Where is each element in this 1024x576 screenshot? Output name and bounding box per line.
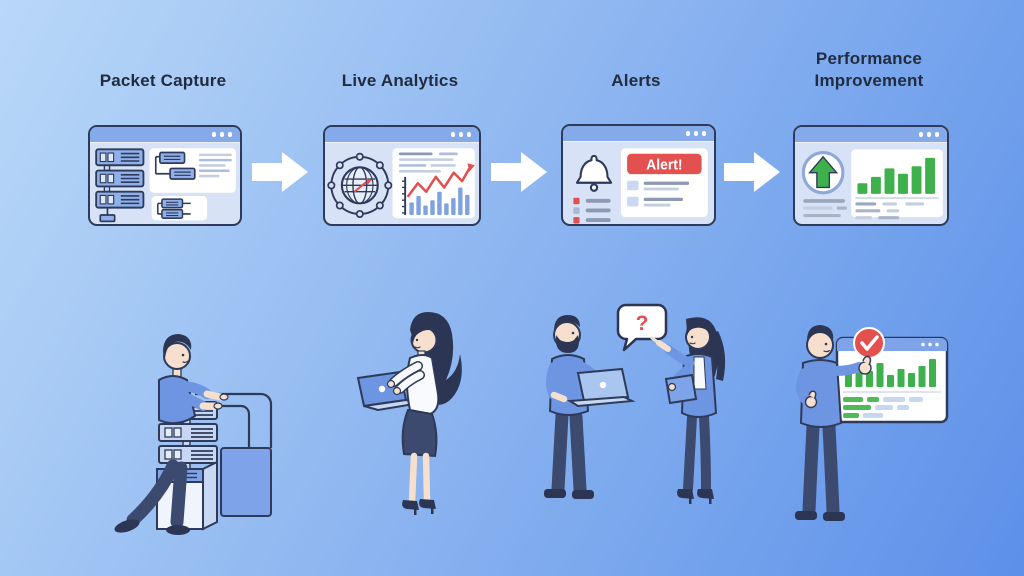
window-dots-icon bbox=[918, 132, 923, 137]
browser-window-live-analytics bbox=[323, 125, 481, 226]
server-stack-icon bbox=[95, 148, 145, 223]
step-title-performance-improvement: Performance Improvement bbox=[814, 49, 924, 90]
illustration-analyst-laptop bbox=[340, 300, 500, 530]
alert-list bbox=[573, 197, 611, 224]
window-dots-icon bbox=[685, 131, 690, 136]
window-titlebar bbox=[90, 127, 240, 143]
packet-tree-icon-2 bbox=[157, 198, 191, 219]
server-cabinet-blue bbox=[220, 447, 272, 517]
illustration-discussion: ? bbox=[520, 293, 760, 533]
discussion-woman bbox=[650, 317, 726, 504]
flow-arrow-icon bbox=[252, 150, 310, 199]
step-title-live-analytics: Live Analytics bbox=[341, 71, 459, 90]
window-titlebar bbox=[325, 127, 479, 143]
alert-banner bbox=[627, 153, 702, 175]
up-arrow-icon bbox=[808, 155, 839, 189]
packet-capture-graphic bbox=[95, 148, 236, 223]
trend-arrowhead bbox=[467, 163, 475, 172]
browser-window-alerts: Alert! bbox=[561, 124, 716, 226]
dashboard-window bbox=[835, 336, 949, 424]
window-titlebar bbox=[795, 127, 947, 143]
analyst-figure bbox=[356, 312, 462, 515]
packet-tree-icon bbox=[154, 151, 196, 180]
bell-clapper bbox=[589, 183, 599, 192]
flow-arrow-icon bbox=[724, 150, 782, 199]
text-lines bbox=[398, 152, 458, 173]
network-globe-icon bbox=[327, 152, 393, 218]
performance-rows bbox=[855, 202, 925, 220]
beard bbox=[555, 335, 579, 353]
illustration-success-dashboard bbox=[775, 315, 1020, 555]
question-mark-text: ? bbox=[636, 312, 649, 335]
bar-chart-icon bbox=[857, 157, 936, 194]
live-analytics-graphic bbox=[327, 148, 475, 219]
alert-card-rows bbox=[627, 180, 690, 207]
browser-window-performance bbox=[793, 125, 949, 226]
mini-bar-chart bbox=[409, 187, 470, 216]
server-cables bbox=[195, 392, 273, 448]
laptop-icon bbox=[566, 367, 636, 408]
window-dots-icon bbox=[450, 132, 455, 137]
dashboard-bar-chart bbox=[845, 359, 936, 387]
alert-banner-text: Alert! bbox=[646, 157, 682, 173]
alerts-graphic: Alert! bbox=[573, 148, 708, 224]
discussion-man bbox=[544, 315, 636, 499]
flow-arrow-icon bbox=[491, 150, 549, 199]
window-dots-icon bbox=[211, 132, 216, 137]
performance-graphic bbox=[801, 149, 943, 220]
check-badge-icon bbox=[853, 327, 885, 359]
thumbs-up-man bbox=[795, 325, 872, 521]
tablet-icon bbox=[664, 373, 698, 405]
step-title-packet-capture: Packet Capture bbox=[99, 71, 227, 90]
dashboard-rows bbox=[843, 397, 923, 418]
trend-chart-icon bbox=[402, 163, 475, 216]
step-title-alerts: Alerts bbox=[611, 71, 661, 90]
window-titlebar bbox=[563, 126, 714, 142]
engineer-figure bbox=[114, 334, 229, 535]
analytics-trend-line bbox=[407, 165, 472, 198]
text-lines bbox=[803, 199, 848, 218]
bell-icon bbox=[575, 154, 613, 184]
text-lines bbox=[198, 153, 232, 178]
browser-window-packet-capture bbox=[88, 125, 242, 226]
illustration-engineer-servers bbox=[75, 318, 300, 563]
